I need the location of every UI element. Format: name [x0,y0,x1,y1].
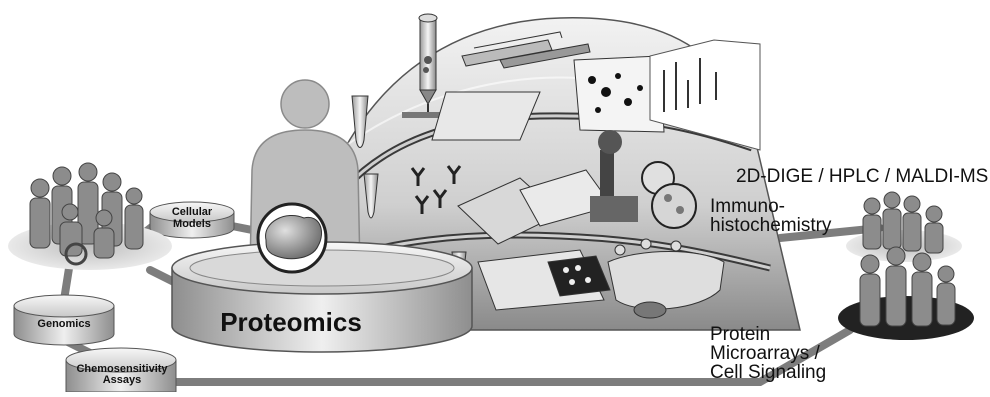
cellular-models-disk [149,201,235,239]
proteomics-disk [171,241,473,353]
cellular-models-label-line-1: Cellular [171,206,213,218]
bottom-layer-label-line-1: Protein [710,324,771,345]
cellular-models-label-line-2: Models [173,218,211,230]
chemosensitivity-assays-label: Chemosensitivity Assays [62,364,182,386]
middle-layer-label-line-2: histochemistry [710,215,832,236]
top-band-equipment [351,13,761,151]
protein-lens [256,202,328,274]
middle-layer-label-line-1: Immuno- [710,196,785,217]
patient-population-left [8,162,172,270]
top-layer-label: 2D-DIGE / HPLC / MALDI-MS [736,166,989,187]
bottom-layer-label-line-3: Cell Signaling [710,362,827,383]
chemosensitivity-label-line-2: Assays [102,374,142,386]
genomics-label: Genomics [37,318,91,330]
cellular-models-label: Cellular Models [152,206,232,230]
middle-layer-label: Immuno- histochemistry [710,197,831,235]
genomics-disk [13,294,115,346]
patient-population-right [838,191,974,340]
proteomics-label: Proteomics [220,307,362,337]
bottom-layer-label: Protein Microarrays / Cell Signaling [710,325,826,382]
bottom-band-equipment [451,238,725,319]
middle-band-equipment [363,130,697,245]
chemosensitivity-disk [65,347,177,393]
chemosensitivity-label-line-1: Chemosensitivity [76,363,168,375]
bottom-layer-label-line-2: Microarrays / [710,343,820,364]
